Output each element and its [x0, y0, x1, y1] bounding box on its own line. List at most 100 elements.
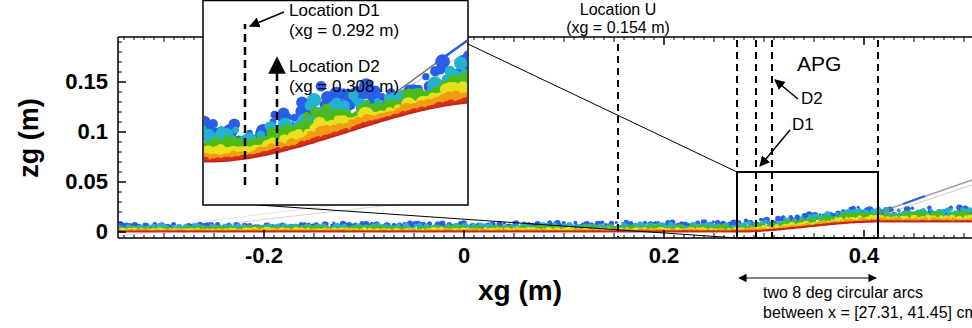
- x-tick: [263, 230, 265, 238]
- x-tick: [214, 233, 215, 238]
- x-tick: [284, 235, 285, 238]
- x-tick: [654, 235, 655, 238]
- x-tick: [524, 37, 525, 40]
- x-tick: [504, 37, 505, 40]
- x-tick: [204, 235, 205, 238]
- turbulence-main: [759, 218, 762, 221]
- x-tick: [164, 233, 165, 238]
- x-tick: [744, 37, 745, 40]
- x-tick: [144, 235, 145, 238]
- x-tick: [904, 37, 905, 40]
- x-tick: [463, 230, 465, 238]
- x-tick: [244, 235, 245, 238]
- x-tick: [154, 37, 155, 40]
- x-tick: [124, 235, 125, 238]
- z-tick: [118, 52, 122, 53]
- x-tick: [934, 37, 935, 40]
- x-tick: [234, 235, 235, 238]
- x-tick: [534, 235, 535, 238]
- zoom-connector: [258, 205, 737, 238]
- x-tick: [764, 37, 765, 42]
- x-tick: [944, 235, 945, 238]
- z-tick: [118, 172, 122, 173]
- x-tick: [294, 235, 295, 238]
- x-tick: [804, 37, 805, 40]
- x-tick: [674, 37, 675, 40]
- turbulence-inset: [209, 119, 218, 128]
- x-tick: [594, 235, 595, 238]
- x-tick: [354, 235, 355, 238]
- z-tick: [118, 92, 122, 93]
- x-tick: [334, 235, 335, 238]
- turbulence-main: [601, 221, 605, 225]
- x-tick: [924, 37, 925, 40]
- x-tick: [424, 235, 425, 238]
- x-tick: [554, 37, 555, 40]
- turbulence-main: [472, 223, 477, 228]
- x-tick: [344, 235, 345, 238]
- x-tick: [544, 235, 545, 238]
- x-tick: [154, 235, 155, 238]
- x-tick: [224, 235, 225, 238]
- x-tick: [454, 235, 455, 238]
- turbulence-main: [764, 219, 768, 223]
- z-tick: [118, 231, 126, 233]
- x-tick: [734, 37, 735, 40]
- z-tick: [118, 81, 126, 83]
- x-tick: [174, 37, 175, 40]
- x-tick: [184, 37, 185, 40]
- z-tick: [118, 72, 122, 73]
- x-tick: [724, 37, 725, 40]
- x-tick: [194, 235, 195, 238]
- x-tick: [604, 235, 605, 238]
- x-tick: [914, 233, 915, 238]
- x-tick: [784, 37, 785, 40]
- x-tick: [514, 233, 515, 238]
- x-tick: [914, 37, 915, 42]
- x-tick: [574, 235, 575, 238]
- x-tick: [624, 235, 625, 238]
- z-tick: [118, 142, 122, 143]
- x-tick: [754, 37, 755, 40]
- turbulence-main: [615, 221, 618, 224]
- x-tick: [584, 235, 585, 238]
- x-tick: [684, 37, 685, 40]
- x-tick: [484, 37, 485, 40]
- zoom-connector: [468, 44, 737, 172]
- x-tick: [694, 37, 695, 40]
- x-tick: [874, 37, 875, 40]
- x-tick: [194, 37, 195, 40]
- x-tick: [674, 235, 675, 238]
- x-tick: [844, 37, 845, 40]
- x-tick: [644, 235, 645, 238]
- x-tick: [384, 235, 385, 238]
- x-tick: [144, 37, 145, 40]
- x-tick: [324, 235, 325, 238]
- turbulence-inset: [233, 127, 240, 134]
- x-tick: [794, 37, 795, 40]
- z-tick: [118, 112, 122, 113]
- x-tick: [434, 235, 435, 238]
- x-tick: [704, 37, 705, 40]
- x-tick: [164, 37, 165, 42]
- x-tick: [634, 37, 635, 40]
- turbulence-main: [911, 207, 915, 211]
- turbulence-main: [712, 220, 715, 223]
- turbulence-main: [835, 212, 838, 215]
- x-tick: [134, 235, 135, 238]
- x-tick: [774, 37, 775, 40]
- x-tick: [604, 37, 605, 40]
- z-tick: [118, 152, 122, 153]
- turbulence-main: [969, 208, 972, 212]
- x-tick: [184, 235, 185, 238]
- x-tick: [884, 235, 885, 238]
- leader-d2: [775, 80, 798, 99]
- z-tick: [118, 181, 126, 183]
- x-tick: [484, 235, 485, 238]
- x-tick: [663, 37, 665, 45]
- x-tick: [934, 235, 935, 238]
- x-tick: [554, 235, 555, 238]
- turbulence-main: [907, 207, 911, 211]
- zoom-box: [737, 172, 878, 238]
- x-tick: [404, 235, 405, 238]
